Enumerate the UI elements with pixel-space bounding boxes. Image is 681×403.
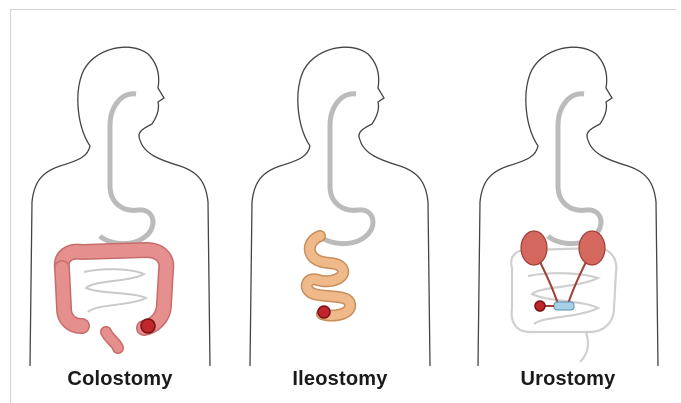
digestive-tract xyxy=(548,94,601,244)
digestive-tract xyxy=(320,94,373,244)
panel-ileostomy xyxy=(240,36,440,366)
left-kidney xyxy=(521,231,547,265)
small-intestine xyxy=(307,236,350,316)
stoma-icon xyxy=(141,319,155,333)
digestive-tract xyxy=(100,94,153,244)
large-intestine xyxy=(62,250,167,348)
urostomy-figure xyxy=(468,36,668,366)
frame-top-border xyxy=(10,9,676,10)
ileostomy-figure xyxy=(240,36,440,366)
caption-colostomy: Colostomy xyxy=(20,368,220,391)
ileal-conduit xyxy=(554,302,574,310)
frame-left-border xyxy=(10,9,11,403)
stoma-icon xyxy=(318,306,330,318)
panel-colostomy xyxy=(20,36,220,366)
small-intestine xyxy=(84,269,146,312)
caption-urostomy: Urostomy xyxy=(468,368,668,391)
panel-urostomy xyxy=(468,36,668,366)
right-kidney xyxy=(579,231,605,265)
colostomy-figure xyxy=(20,36,220,366)
caption-ileostomy: Ileostomy xyxy=(240,368,440,391)
stoma-icon xyxy=(535,301,545,311)
